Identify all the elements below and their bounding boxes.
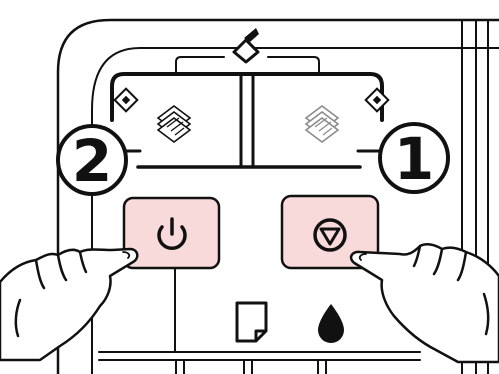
callout-2: 2 — [56, 124, 128, 196]
left-copy-pages-icon — [156, 105, 192, 143]
pressing-hand-left — [0, 247, 139, 362]
right-start-diamond-icon — [364, 87, 390, 113]
paper-icon — [235, 301, 268, 343]
stop-cancel-button[interactable] — [280, 194, 380, 270]
right-copy-pages-icon — [304, 105, 340, 143]
scanner-lid-icon — [232, 28, 260, 64]
stop-cancel-icon — [313, 218, 347, 252]
ink-drop-icon — [318, 304, 344, 343]
device-frame — [56, 18, 499, 374]
power-button[interactable] — [122, 196, 221, 270]
callout-1-label: 1 — [394, 125, 434, 193]
callout-1: 1 — [378, 122, 450, 194]
callout-2-label: 2 — [72, 127, 112, 195]
pressing-hand-right — [349, 243, 499, 364]
copy-panel-lines — [110, 56, 384, 169]
power-icon — [157, 217, 187, 251]
left-start-diamond-icon — [113, 87, 139, 113]
